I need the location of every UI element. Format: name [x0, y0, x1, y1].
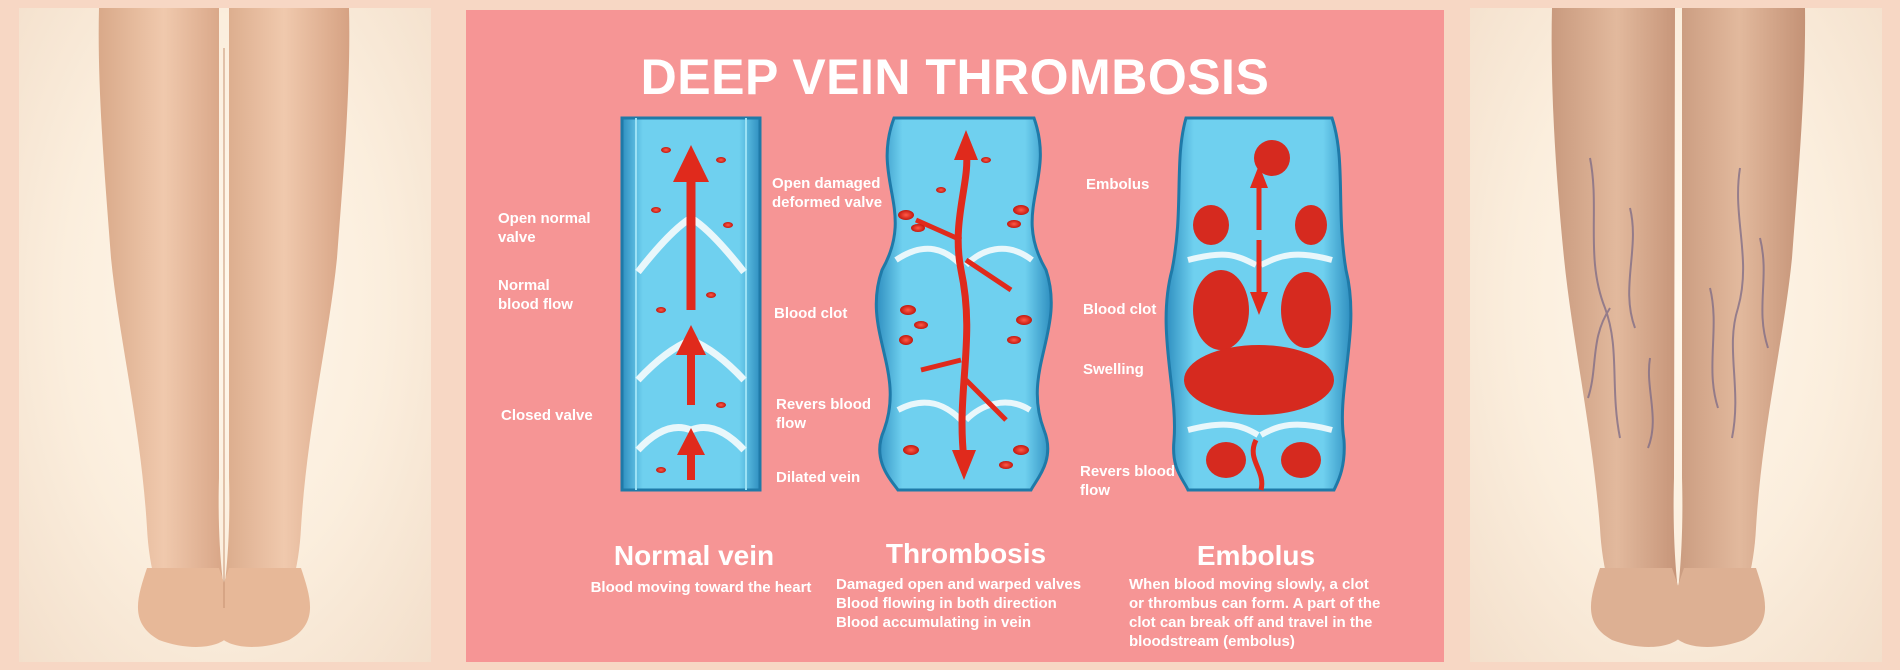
label-blood-clot-2: Blood clot: [1083, 301, 1157, 318]
embolus-vein: [1164, 116, 1353, 492]
label-dilated-vein: Dilated vein: [776, 469, 861, 486]
healthy-legs-photo: [19, 8, 431, 662]
healthy-legs-illustration: [98, 8, 350, 647]
label-embolus: Embolus: [1086, 176, 1150, 193]
normal-vein: [620, 116, 762, 492]
vein-diagrams: [620, 116, 1353, 492]
section-desc-normal-vein: Blood moving toward the heart: [590, 579, 812, 596]
label-swelling: Swelling: [1083, 361, 1144, 378]
label-blood-clot-1: Blood clot: [774, 305, 848, 322]
section-title-embolus: Embolus: [1196, 540, 1316, 571]
section-title-thrombosis: Thrombosis: [885, 538, 1047, 569]
thrombosis-vein: [874, 116, 1053, 492]
label-closed-valve: Closed valve: [501, 407, 593, 424]
main-title: DEEP VEIN THROMBOSIS: [640, 49, 1270, 105]
affected-legs-photo: [1470, 8, 1882, 662]
varicose-legs-illustration: [1551, 8, 1806, 647]
section-title-normal-vein: Normal vein: [613, 540, 775, 571]
